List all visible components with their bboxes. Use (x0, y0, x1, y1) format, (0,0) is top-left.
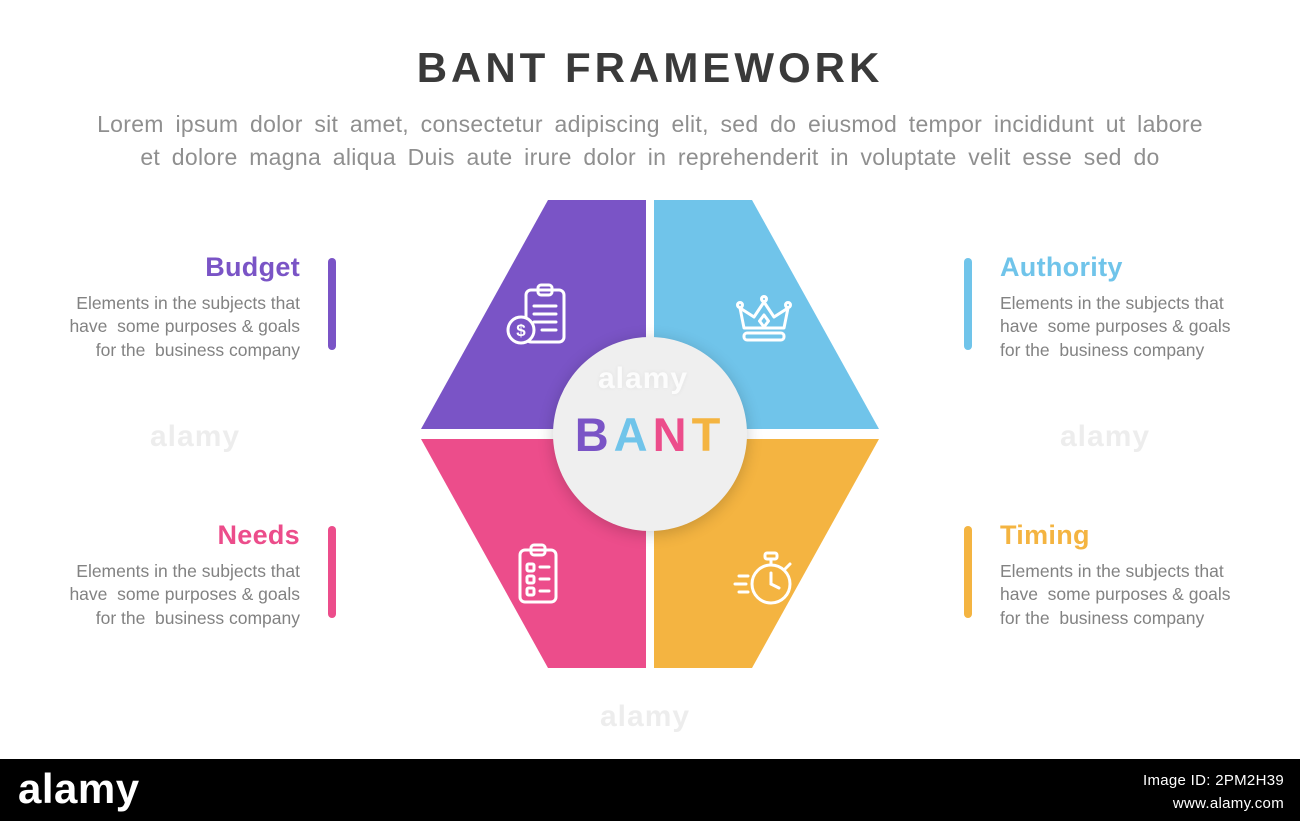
alamy-logo: alamy (18, 765, 140, 812)
authority-accent-bar (964, 258, 972, 350)
alamy-url: www.alamy.com (1172, 794, 1284, 812)
needs-accent-bar (328, 526, 336, 618)
page-subtitle: Lorem ipsum dolor sit amet, consectetur … (97, 111, 1203, 171)
authority-section: Authority Elements in the subjects that … (964, 252, 1264, 362)
stopwatch-icon (724, 538, 804, 618)
dollar-sign: $ (516, 321, 526, 340)
page-title: BANT FRAMEWORK (416, 44, 884, 91)
bant-letter-a: A (613, 407, 653, 461)
authority-label: Authority (1000, 252, 1123, 282)
budget-section: Budget Elements in the subjects that hav… (40, 252, 336, 362)
alamy-watermark: alamy (600, 700, 691, 733)
timing-accent-bar (964, 526, 972, 618)
alamy-footer-bar: alamy Image ID: 2PM2H39 www.alamy.com (0, 759, 1300, 821)
budget-description: Elements in the subjects that have some … (69, 293, 300, 360)
budget-clipboard-money-icon: $ (500, 278, 580, 358)
needs-section: Needs Elements in the subjects that have… (40, 520, 336, 630)
bant-hexagon-diagram: $ (418, 200, 882, 668)
timing-label: Timing (1000, 520, 1090, 550)
bant-letter-n: N (652, 407, 692, 461)
image-credit-block: Image ID: 2PM2H39 www.alamy.com (1143, 770, 1284, 815)
budget-label: Budget (205, 252, 300, 282)
bant-letter-b: B (574, 407, 614, 461)
needs-description: Elements in the subjects that have some … (69, 561, 300, 628)
authority-description: Elements in the subjects that have some … (1000, 293, 1231, 360)
needs-label: Needs (217, 520, 300, 550)
budget-accent-bar (328, 258, 336, 350)
timing-description: Elements in the subjects that have some … (1000, 561, 1231, 628)
checklist-clipboard-icon (496, 538, 576, 618)
image-id: Image ID: 2PM2H39 (1143, 772, 1284, 789)
alamy-watermark: alamy (150, 420, 241, 453)
bant-wordmark: BANT (575, 407, 726, 462)
alamy-watermark: alamy (1060, 420, 1151, 453)
timing-section: Timing Elements in the subjects that hav… (964, 520, 1264, 630)
bant-letter-t: T (691, 407, 726, 461)
crown-icon (724, 278, 804, 358)
bant-center-circle: BANT (553, 337, 747, 531)
